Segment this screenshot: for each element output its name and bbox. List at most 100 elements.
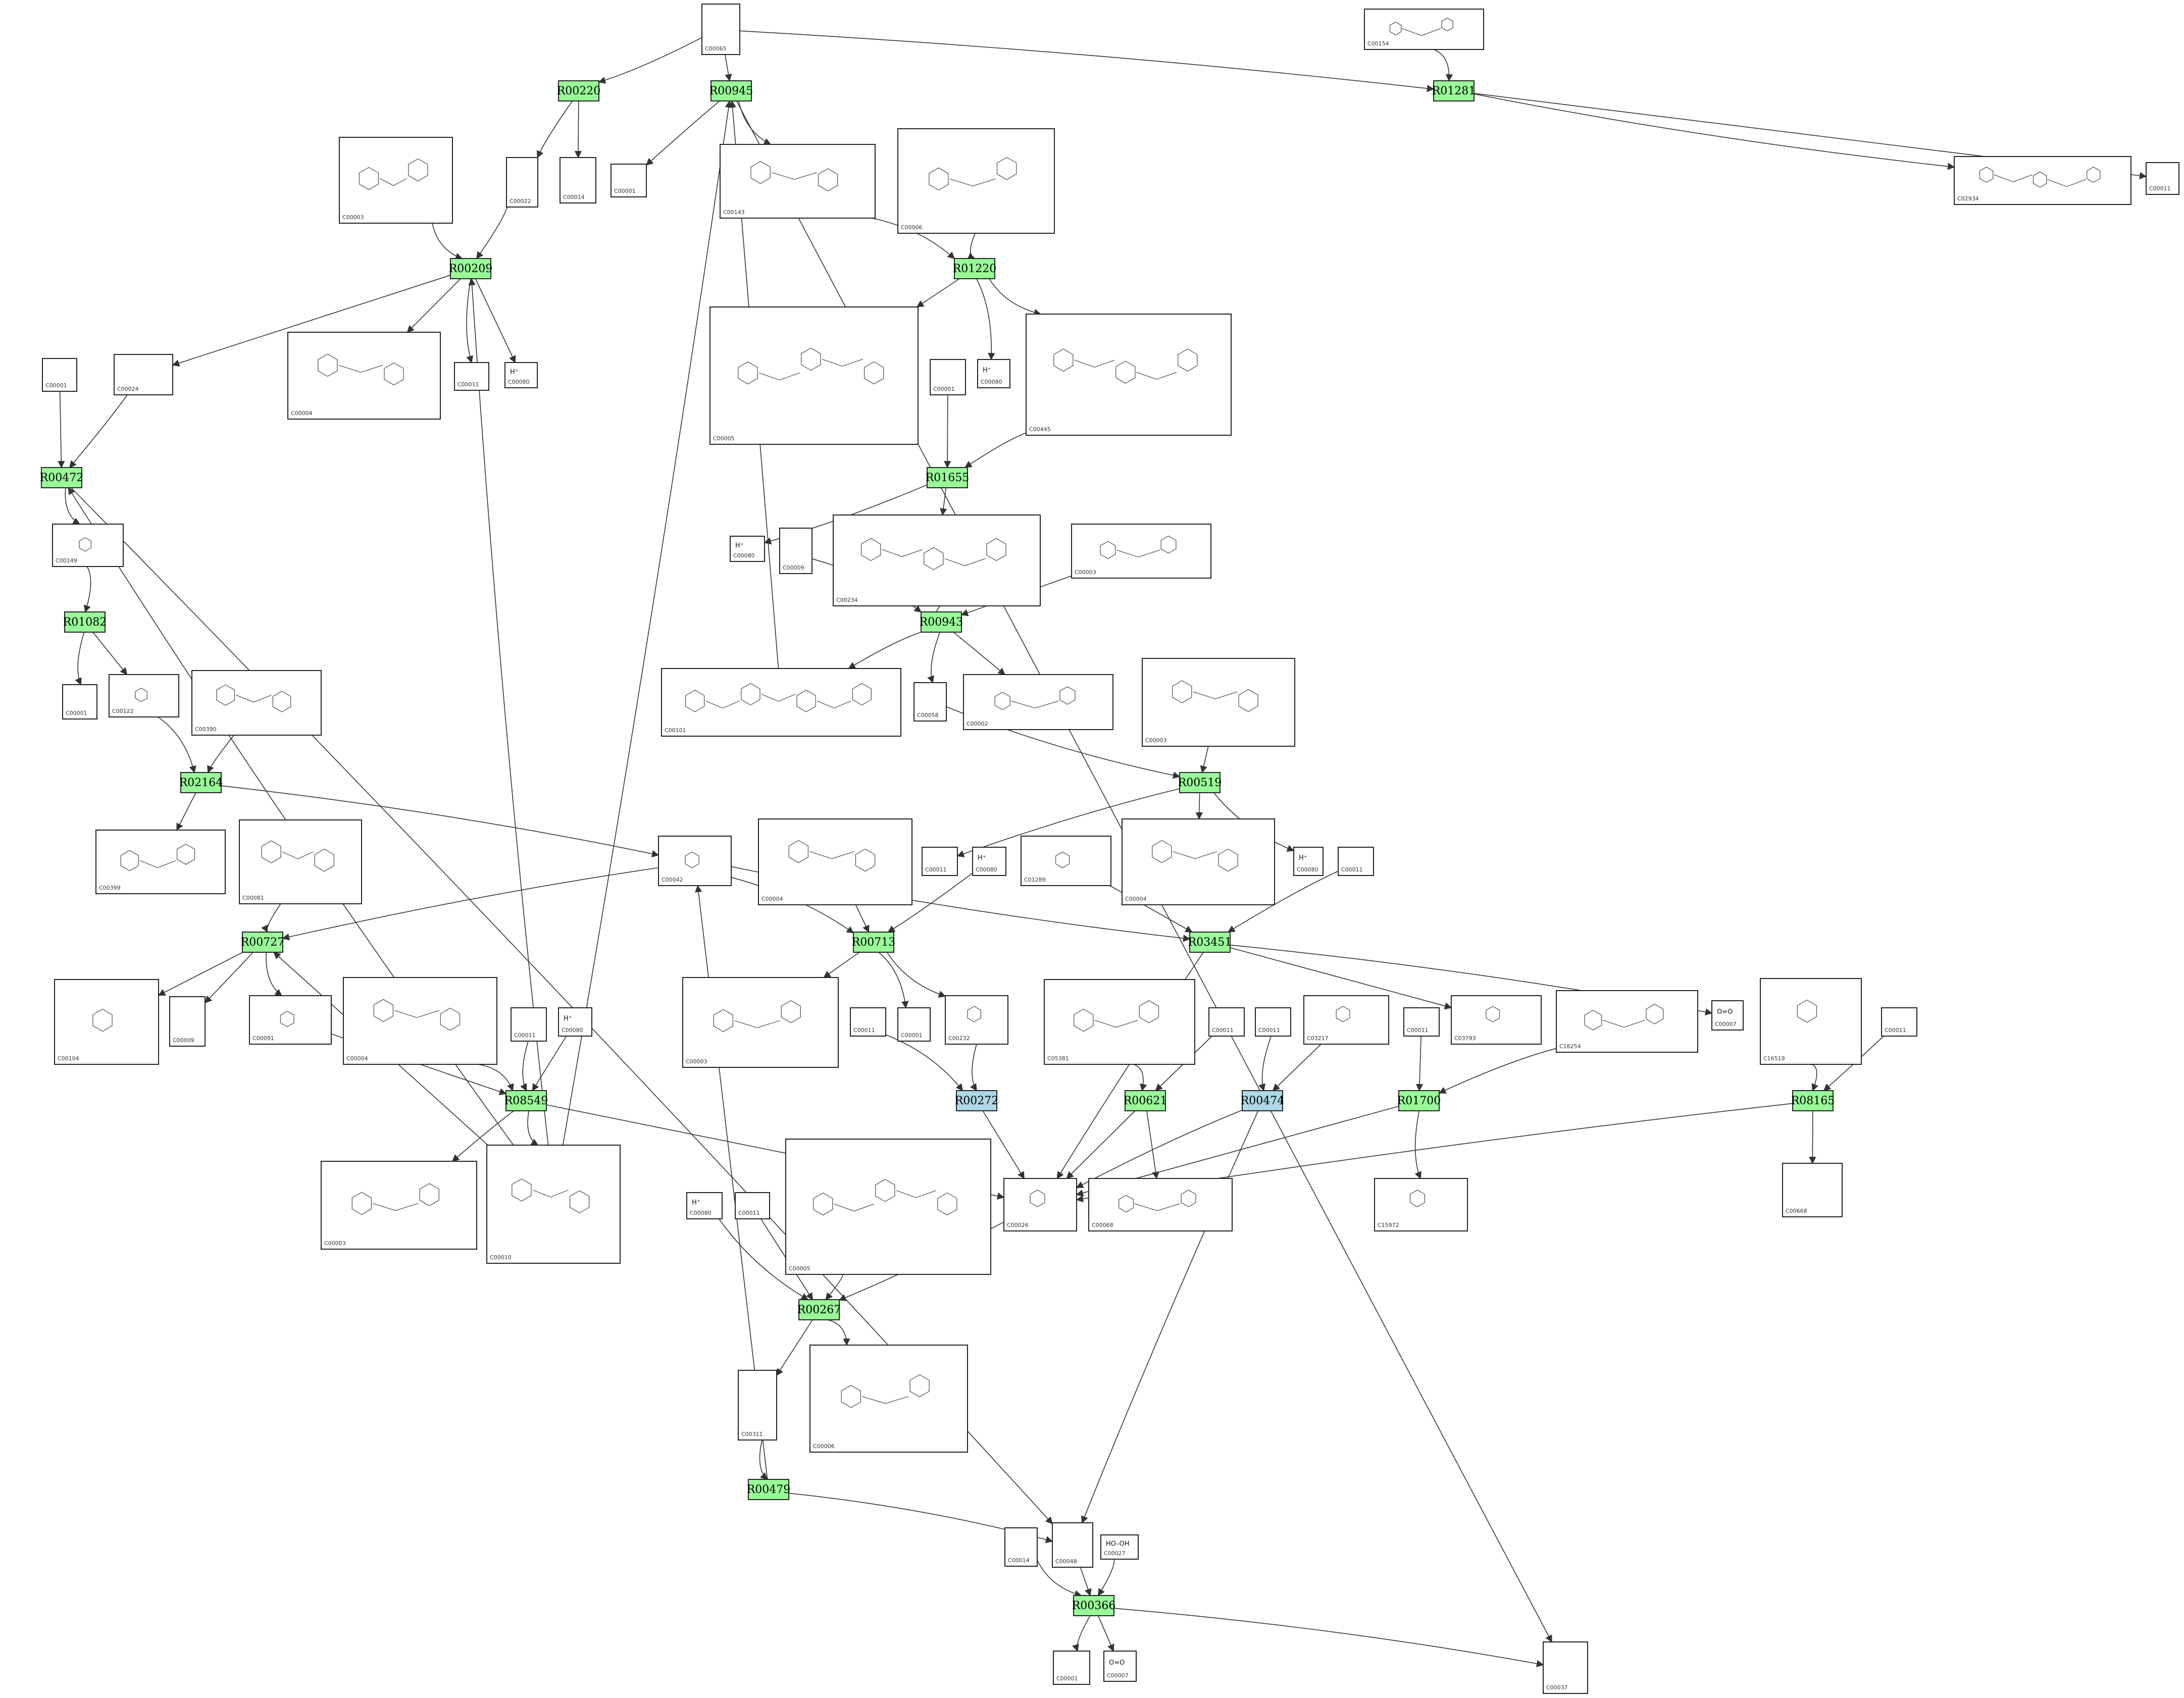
compound-c00080[interactable]: H⁺C00080 [686,1192,723,1219]
reaction-r00474[interactable]: R00474 [1241,1090,1285,1111]
compound-c00001[interactable]: C00001 [897,1007,931,1042]
compound-c00011[interactable]: C00011 [922,847,958,876]
compound-c00026[interactable]: C00026 [1003,1178,1077,1231]
compound-c02934[interactable]: C02934 [1954,156,2131,205]
compound-c00003[interactable]: C00003 [1142,658,1295,747]
compound-c00101[interactable]: C00101 [661,668,901,737]
reaction-r01655[interactable]: R01655 [926,467,970,488]
compound-c00080[interactable]: H⁺C00080 [730,536,765,562]
reaction-r01082[interactable]: R01082 [63,611,107,633]
compound-c00080[interactable]: H⁺C00080 [558,1007,592,1037]
compound-c00011[interactable]: C00011 [1208,1007,1245,1037]
compound-c00011[interactable]: C00011 [1338,847,1374,876]
compound-c00149[interactable]: C00149 [52,524,124,567]
compound-c16254[interactable]: C16254 [1556,990,1698,1053]
compound-c00445[interactable]: C00445 [1026,314,1232,436]
compound-c00003[interactable]: C00003 [321,1161,477,1250]
compound-c15972[interactable]: C15972 [1374,1178,1468,1231]
compound-c00011[interactable]: C00011 [1255,1007,1291,1037]
compound-c00311[interactable]: C00311 [738,1370,777,1440]
compound-c00065[interactable]: C00065 [701,4,740,55]
reaction-r00220[interactable]: R00220 [557,80,601,101]
reaction-r02164[interactable]: R02164 [179,772,223,793]
reaction-r01281[interactable]: R01281 [1432,80,1476,101]
reaction-r00272[interactable]: R00272 [955,1090,999,1111]
compound-c00003[interactable]: C00003 [1071,524,1211,579]
compound-c00104[interactable]: C00104 [54,979,159,1065]
compound-c00058[interactable]: C00058 [913,682,947,722]
compound-c00399[interactable]: C00399 [95,830,226,894]
compound-c00080[interactable]: H⁺C00080 [504,362,538,388]
compound-c00390[interactable]: C00390 [191,670,322,736]
reaction-r00479[interactable]: R00479 [747,1479,791,1500]
compound-c00003[interactable]: C00003 [682,977,839,1068]
compound-c00004[interactable]: C00004 [287,332,441,420]
reaction-r08165[interactable]: R08165 [1791,1090,1835,1111]
reaction-r00209[interactable]: R00209 [449,258,493,279]
reaction-r00727[interactable]: R00727 [241,932,285,953]
compound-c00006[interactable]: C00006 [897,128,1055,234]
compound-c00001[interactable]: C00001 [62,684,97,719]
compound-c00022[interactable]: C00022 [506,157,538,208]
compound-c00005[interactable]: C00005 [709,306,919,445]
compound-c00048[interactable]: C00048 [1052,1522,1093,1568]
compound-c00011[interactable]: C00011 [2146,162,2179,195]
compound-c00009[interactable]: C00009 [169,996,206,1047]
compound-c16519[interactable]: C16519 [1760,978,1862,1065]
reaction-r00472[interactable]: R00472 [40,467,84,488]
reaction-r00713[interactable]: R00713 [852,932,896,953]
compound-c00001[interactable]: C00001 [611,164,647,197]
compound-c00011[interactable]: C00011 [1403,1007,1440,1037]
compound-c00006[interactable]: C00006 [809,1345,968,1453]
reaction-r00519[interactable]: R00519 [1178,772,1222,793]
compound-c00042[interactable]: C00042 [658,836,732,886]
reaction-r03451[interactable]: R03451 [1188,932,1232,953]
reaction-r00621[interactable]: R00621 [1124,1090,1167,1111]
compound-c00004[interactable]: C00004 [758,818,912,905]
compound-c00232[interactable]: C00232 [945,995,1008,1045]
compound-c00002[interactable]: C00002 [963,674,1113,730]
compound-c00001[interactable]: C00001 [42,358,77,392]
compound-c00011[interactable]: C00011 [1881,1007,1917,1037]
compound-c00011[interactable]: C00011 [454,362,489,391]
compound-c00004[interactable]: C00004 [1122,818,1275,905]
compound-c00014[interactable]: C00014 [560,157,596,203]
reaction-r08549[interactable]: R08549 [504,1090,548,1111]
compound-c00122[interactable]: C00122 [109,674,179,717]
compound-c00005[interactable]: C00005 [785,1139,991,1275]
compound-c00091[interactable]: C00091 [249,995,332,1045]
compound-c00011[interactable]: C00011 [735,1192,770,1219]
compound-c00234[interactable]: C00234 [833,514,1041,606]
compound-c00037[interactable]: C00037 [1543,1641,1588,1694]
reaction-r00366[interactable]: R00366 [1072,1595,1116,1616]
compound-c00143[interactable]: C00143 [720,144,876,219]
compound-c00009[interactable]: C00009 [779,528,812,574]
compound-c03217[interactable]: C03217 [1303,995,1389,1045]
compound-c00001[interactable]: C00001 [930,359,966,395]
compound-c00080[interactable]: H⁺C00080 [977,359,1010,388]
compound-c00004[interactable]: C00004 [343,977,497,1065]
compound-c00011[interactable]: C00011 [850,1007,886,1037]
reaction-r00945[interactable]: R00945 [709,80,753,101]
reaction-r01700[interactable]: R01700 [1397,1090,1441,1111]
compound-c00080[interactable]: H⁺C00080 [972,847,1006,876]
compound-c00010[interactable]: C00010 [486,1145,621,1264]
reaction-r00267[interactable]: R00267 [797,1299,841,1320]
reaction-r00943[interactable]: R00943 [920,611,963,633]
compound-c00068[interactable]: C00068 [1088,1178,1233,1231]
compound-c00001[interactable]: C00001 [1053,1651,1090,1685]
compound-c05381[interactable]: C05381 [1044,979,1195,1065]
reaction-r01220[interactable]: R01220 [953,258,997,279]
compound-c00668[interactable]: C00668 [1782,1163,1843,1217]
compound-c00080[interactable]: H⁺C00080 [1293,847,1324,876]
compound-c00014[interactable]: C00014 [1004,1527,1038,1567]
compound-c00011[interactable]: C00011 [511,1007,547,1042]
compound-c00081[interactable]: C00081 [239,819,362,904]
compound-c00024[interactable]: C00024 [114,354,173,395]
compound-c00003[interactable]: C00003 [339,137,453,224]
compound-c01289[interactable]: C01289 [1021,836,1111,886]
compound-c00154[interactable]: C00154 [1364,9,1484,50]
